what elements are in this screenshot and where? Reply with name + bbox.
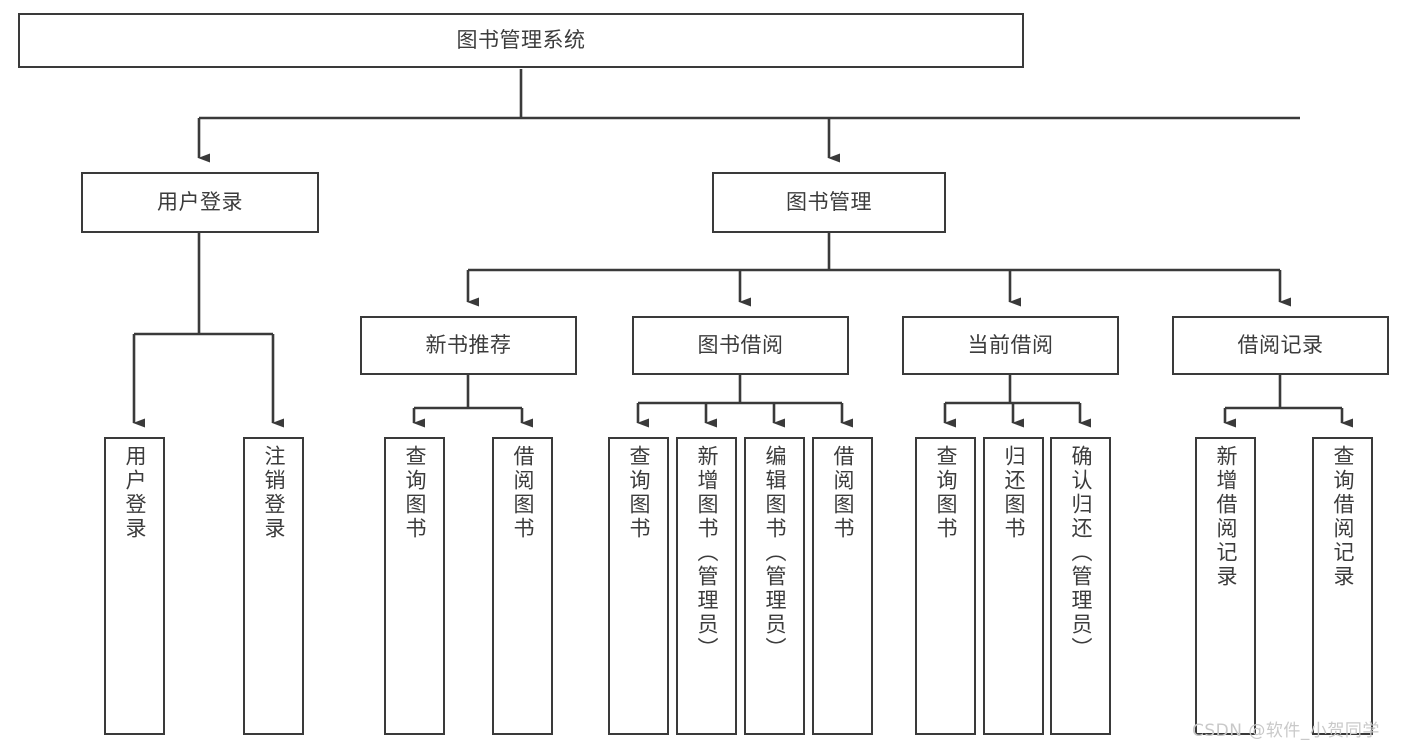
leaf-book-borrow-3-label: 借阅图书 [831,445,855,541]
leaf-book-borrow-2-label: 编辑图书（管理员） [763,445,787,661]
leaf-current-borrow-0-label: 查询图书 [934,445,958,541]
node-root[interactable]: 图书管理系统 [18,13,1024,68]
node-user-login-label: 用户登录 [157,189,243,214]
leaf-current-borrow-2[interactable]: 确认归还（管理员） [1050,437,1111,735]
node-book-manage[interactable]: 图书管理 [712,172,946,233]
leaf-new-book-recommend-1[interactable]: 借阅图书 [492,437,553,735]
leaf-book-borrow-1-label: 新增图书（管理员） [695,445,719,661]
node-book-borrow-label: 图书借阅 [697,332,784,357]
leaf-borrow-record-0-label: 新增借阅记录 [1214,445,1238,589]
node-user-login[interactable]: 用户登录 [81,172,319,233]
leaf-new-book-recommend-0[interactable]: 查询图书 [384,437,445,735]
leaf-book-borrow-1[interactable]: 新增图书（管理员） [676,437,737,735]
node-book-borrow[interactable]: 图书借阅 [632,316,849,375]
leaf-user-login-1[interactable]: 注销登录 [243,437,304,735]
leaf-book-borrow-0[interactable]: 查询图书 [608,437,669,735]
leaf-current-borrow-1[interactable]: 归还图书 [983,437,1044,735]
leaf-user-login-1-label: 注销登录 [262,445,286,541]
leaf-user-login-0[interactable]: 用户登录 [104,437,165,735]
leaf-current-borrow-2-label: 确认归还（管理员） [1069,445,1093,661]
leaf-current-borrow-1-label: 归还图书 [1002,445,1026,541]
leaf-user-login-0-label: 用户登录 [123,445,147,541]
leaf-borrow-record-0[interactable]: 新增借阅记录 [1195,437,1256,735]
leaf-new-book-recommend-1-label: 借阅图书 [511,445,535,541]
node-borrow-record-label: 借阅记录 [1237,332,1324,357]
node-book-manage-label: 图书管理 [786,189,872,214]
leaf-book-borrow-0-label: 查询图书 [627,445,651,541]
leaf-borrow-record-1-label: 查询借阅记录 [1331,445,1355,589]
node-borrow-record[interactable]: 借阅记录 [1172,316,1389,375]
csdn-watermark: CSDN @软件_小贺同学 [1192,721,1380,741]
leaf-borrow-record-1[interactable]: 查询借阅记录 [1312,437,1373,735]
node-root-label: 图书管理系统 [456,27,586,52]
node-new-book-recommend-label: 新书推荐 [425,332,512,357]
leaf-current-borrow-0[interactable]: 查询图书 [915,437,976,735]
leaf-book-borrow-3[interactable]: 借阅图书 [812,437,873,735]
node-current-borrow-label: 当前借阅 [967,332,1054,357]
leaf-book-borrow-2[interactable]: 编辑图书（管理员） [744,437,805,735]
leaf-new-book-recommend-0-label: 查询图书 [403,445,427,541]
node-new-book-recommend[interactable]: 新书推荐 [360,316,577,375]
node-current-borrow[interactable]: 当前借阅 [902,316,1119,375]
